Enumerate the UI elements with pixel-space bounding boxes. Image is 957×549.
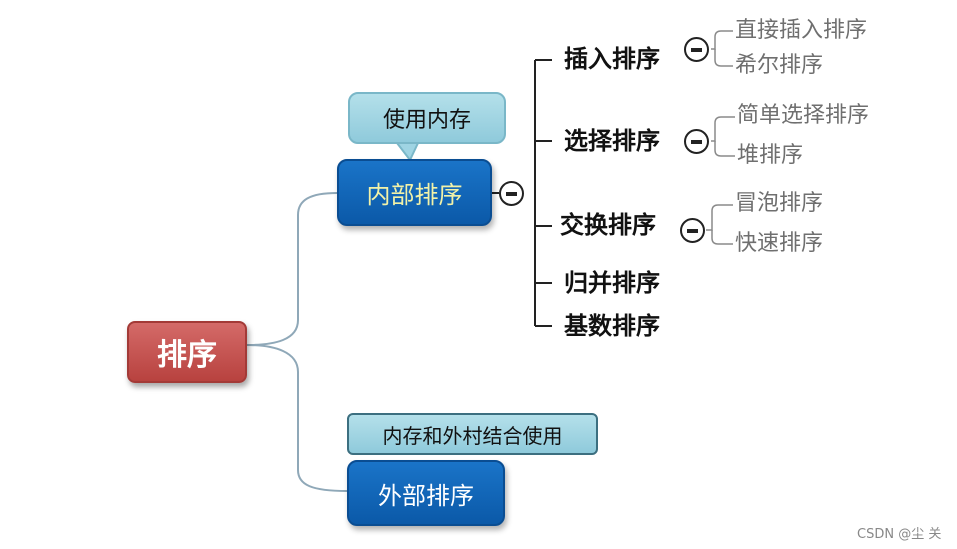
leaf-shell-sort[interactable]: 希尔排序: [735, 53, 824, 78]
branch-selection-sort[interactable]: 选择排序: [564, 127, 660, 155]
branch-radix-sort[interactable]: 基数排序: [564, 312, 660, 340]
root-label: 排序: [157, 338, 217, 373]
external-note-label: 内存和外村结合使用: [382, 423, 563, 448]
watermark: CSDN @尘 关: [857, 527, 942, 542]
internal-note-label: 使用内存: [382, 108, 471, 133]
collapse-icon[interactable]: [680, 218, 705, 243]
root-node[interactable]: 排序: [127, 321, 247, 383]
leaf-direct-insertion-sort[interactable]: 直接插入排序: [735, 18, 868, 43]
leaf-simple-selection-sort[interactable]: 简单选择排序: [737, 103, 870, 128]
external-note-callout[interactable]: 内存和外村结合使用: [347, 413, 598, 455]
internal-note-callout[interactable]: 使用内存: [348, 92, 506, 144]
collapse-icon[interactable]: [684, 129, 709, 154]
internal-sort-label: 内部排序: [366, 181, 463, 209]
external-sort-label: 外部排序: [378, 481, 474, 510]
leaf-bubble-sort[interactable]: 冒泡排序: [735, 191, 824, 216]
internal-sort-node[interactable]: 内部排序: [337, 159, 492, 226]
branch-exchange-sort[interactable]: 交换排序: [560, 211, 656, 239]
collapse-icon[interactable]: [684, 37, 709, 62]
collapse-icon[interactable]: [499, 181, 524, 206]
external-sort-node[interactable]: 外部排序: [347, 460, 505, 526]
leaf-heap-sort[interactable]: 堆排序: [737, 143, 804, 168]
branch-merge-sort[interactable]: 归并排序: [564, 269, 660, 297]
leaf-quick-sort[interactable]: 快速排序: [735, 231, 824, 256]
branch-insertion-sort[interactable]: 插入排序: [564, 45, 660, 73]
